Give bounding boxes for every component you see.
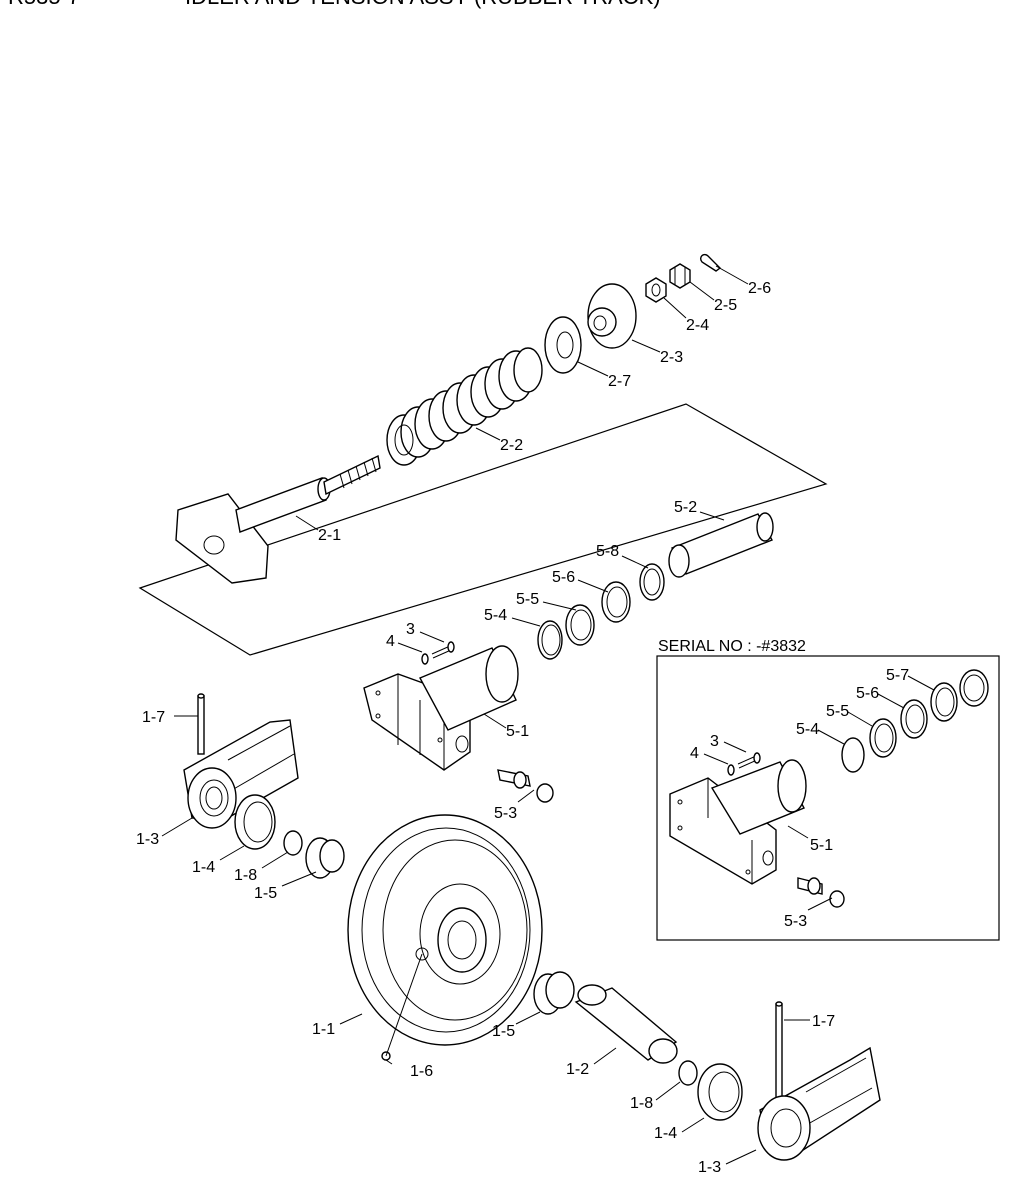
- inset-callout-5-5: 5-5: [826, 703, 849, 720]
- grease-fitting-5-3: [497, 769, 554, 803]
- callout-2-2: 2-2: [500, 437, 523, 454]
- callout-1-7-right: 1-7: [812, 1013, 835, 1030]
- page-code: R535-7: [8, 0, 80, 9]
- guide-tube-5-2: [668, 512, 774, 578]
- inset-callout-4: 4: [690, 745, 699, 762]
- inset-callout-3: 3: [710, 733, 719, 750]
- callout-1-3-left: 1-3: [136, 831, 159, 848]
- floating-seal-1-4-right: [697, 1063, 743, 1121]
- serial-inset-box: [656, 655, 1000, 941]
- idler-wheel-1-1: [347, 814, 543, 1046]
- inset-o-ring-5-4: [841, 737, 865, 773]
- callout-2-1: 2-1: [318, 527, 341, 544]
- callout-2-3: 2-3: [660, 349, 683, 366]
- callout-1-2: 1-2: [566, 1061, 589, 1078]
- tension-assembly-outline: [138, 403, 828, 656]
- callout-1-4-right: 1-4: [654, 1125, 677, 1142]
- inset-callout-5-1: 5-1: [810, 837, 833, 854]
- spring-retainer-2-3: [587, 283, 637, 349]
- washer-2-7: [544, 316, 582, 374]
- callout-1-8-right: 1-8: [630, 1095, 653, 1112]
- callout-5-5: 5-5: [516, 591, 539, 608]
- o-ring-5-4: [537, 620, 563, 660]
- callout-3: 3: [406, 621, 415, 638]
- callout-1-3-right: 1-3: [698, 1159, 721, 1176]
- inset-snap-ring-5-7: [959, 669, 989, 707]
- callout-2-6: 2-6: [748, 280, 771, 297]
- callout-5-1: 5-1: [506, 723, 529, 740]
- inset-callout-5-3: 5-3: [784, 913, 807, 930]
- inset-seal-ring-5-5: [869, 718, 897, 758]
- callout-1-6: 1-6: [410, 1063, 433, 1080]
- bolt-3: [431, 641, 455, 659]
- fork-arm-1-3-right: [757, 1046, 881, 1161]
- inset-grease-fitting-5-3: [797, 877, 845, 908]
- seal-ring-5-5: [565, 604, 595, 646]
- callout-1-5-left: 1-5: [254, 885, 277, 902]
- callout-1-4-left: 1-4: [192, 859, 215, 876]
- inset-callout-5-6: 5-6: [856, 685, 879, 702]
- callout-labels: 2-6 2-5 2-4 2-3 2-7 2-2 2-1 5-2 5-8 5-6 …: [136, 280, 909, 1176]
- pin-1-7-left: [197, 693, 205, 755]
- snap-ring-5-8: [639, 563, 665, 601]
- callout-1-1: 1-1: [312, 1021, 335, 1038]
- inset-callout-5-4: 5-4: [796, 721, 819, 738]
- yoke-bracket-5-1: [363, 645, 519, 771]
- seal-ring-5-6: [601, 581, 631, 623]
- callout-2-4: 2-4: [686, 317, 709, 334]
- page-title: IDLER AND TENSION ASSY (RUBBER TRACK): [185, 0, 661, 9]
- callout-5-6: 5-6: [552, 569, 575, 586]
- bushing-1-5-left: [305, 837, 345, 879]
- coil-spring-2-2: [386, 347, 543, 466]
- callout-1-7-left: 1-7: [142, 709, 165, 726]
- serial-inset-title: SERIAL NO : -#3832: [658, 638, 806, 655]
- washer-4: [421, 653, 429, 665]
- inset-bracket-5-1: [669, 759, 807, 885]
- inset-callout-5-7: 5-7: [886, 667, 909, 684]
- cotter-pin-2-6: [699, 253, 722, 272]
- inset-seal-ring-5-6: [900, 699, 928, 739]
- castle-nut-2-5: [669, 263, 691, 289]
- callout-5-2: 5-2: [674, 499, 697, 516]
- floating-seal-1-4-left: [234, 794, 276, 850]
- bushing-1-5-right: [533, 971, 575, 1015]
- callout-1-5-right: 1-5: [492, 1023, 515, 1040]
- callout-2-5: 2-5: [714, 297, 737, 314]
- o-ring-1-8-left: [283, 830, 303, 856]
- inset-washer-4: [727, 764, 735, 776]
- o-ring-1-8-right: [678, 1060, 698, 1086]
- callout-5-3: 5-3: [494, 805, 517, 822]
- tension-rod-2-1: [175, 454, 381, 584]
- inset-seal-ring-5-7: [930, 682, 958, 722]
- nut-2-4: [645, 277, 667, 303]
- callout-2-7: 2-7: [608, 373, 631, 390]
- callout-4: 4: [386, 633, 395, 650]
- pin-1-7-right: [775, 1001, 783, 1105]
- shaft-1-2: [574, 984, 678, 1064]
- leader-lines: [161, 265, 935, 1165]
- inset-bolt-3: [737, 752, 761, 769]
- callout-5-4: 5-4: [484, 607, 507, 624]
- callout-5-8: 5-8: [596, 543, 619, 560]
- callout-1-8-left: 1-8: [234, 867, 257, 884]
